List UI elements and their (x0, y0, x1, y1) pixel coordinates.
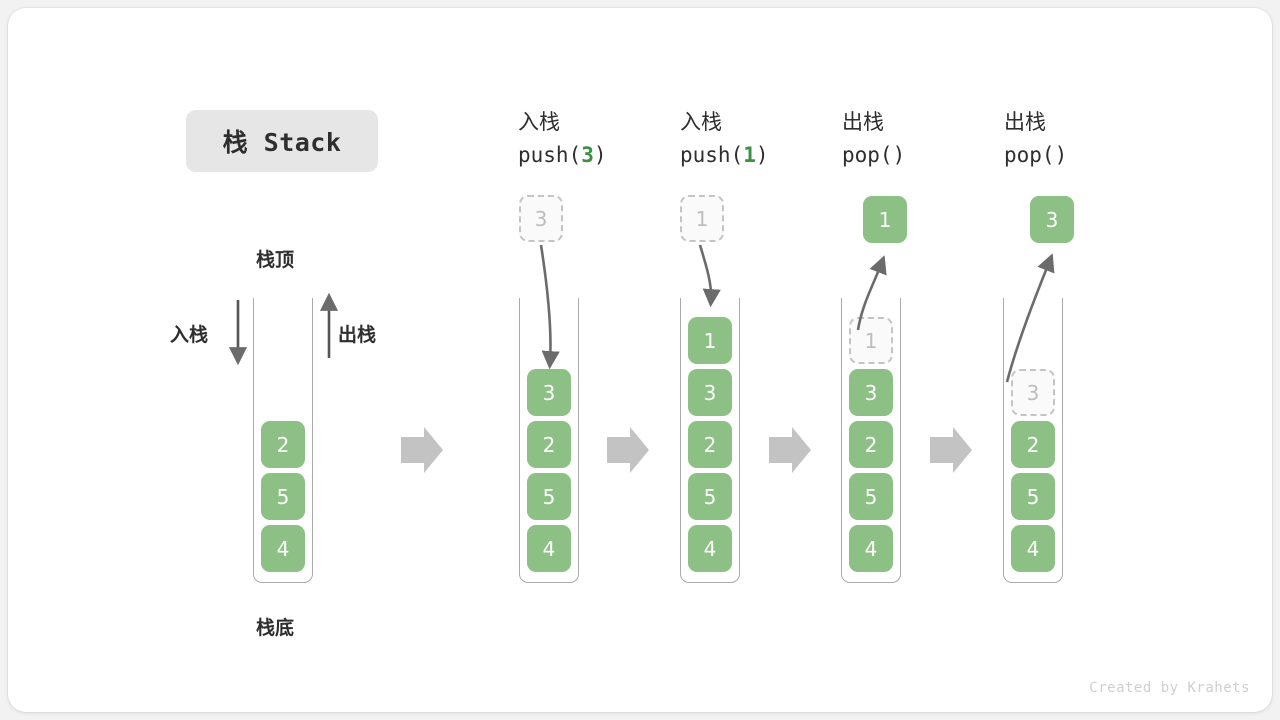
stack-cell: 2 (849, 421, 893, 468)
stack-cell: 5 (527, 473, 571, 520)
step-1-code: push(3) (518, 143, 607, 167)
stack-cell: 5 (261, 473, 305, 520)
stack-cell: 4 (1011, 525, 1055, 572)
step-1-stack-cells: 4 5 2 3 (520, 369, 578, 577)
step-2-stack-cells: 4 5 2 3 1 (681, 317, 739, 577)
step-3-code-prefix: pop( (842, 143, 893, 167)
stack-cell: 3 (688, 369, 732, 416)
step-4-floating-element: 3 (1030, 196, 1074, 243)
stack-cell-removed: 1 (849, 317, 893, 364)
step-4-code-suffix: ) (1054, 143, 1068, 167)
stack-cell: 5 (849, 473, 893, 520)
step-2-code-arg: 1 (743, 143, 756, 167)
step-3-code: pop() (842, 143, 905, 167)
stack-bottom-label: 栈底 (256, 617, 295, 639)
step-2-floating-element: 1 (680, 195, 724, 242)
stack-cell: 4 (849, 525, 893, 572)
stack-cell: 1 (688, 317, 732, 364)
stack-cell: 2 (527, 421, 571, 468)
base-stack-cells: 4 5 2 (254, 421, 312, 577)
step-2-op-label: 入栈 (680, 110, 722, 134)
step-4-code: pop() (1004, 143, 1067, 167)
stack-cell: 3 (849, 369, 893, 416)
step-1-code-suffix: ) (593, 143, 607, 167)
step-3-code-suffix: ) (892, 143, 906, 167)
step-4-stack-cells: 4 5 2 3 (1004, 369, 1062, 577)
step-1-floating-element: 3 (519, 195, 563, 242)
step-3-stack-tube: 4 5 2 3 1 (841, 298, 901, 583)
step-2-code-prefix: push( (680, 143, 744, 167)
step-2-stack-tube: 4 5 2 3 1 (680, 298, 740, 583)
pop-direction-label: 出栈 (338, 324, 377, 346)
step-1-op-label: 入栈 (518, 110, 560, 134)
step-3-op-label: 出栈 (842, 110, 884, 134)
step-3-stack-cells: 4 5 2 3 1 (842, 317, 900, 577)
step-4-stack-tube: 4 5 2 3 (1003, 298, 1063, 583)
step-2-code: push(1) (680, 143, 769, 167)
base-stack-tube: 4 5 2 (253, 298, 313, 583)
stack-cell: 2 (261, 421, 305, 468)
stack-cell: 5 (688, 473, 732, 520)
stack-cell: 5 (1011, 473, 1055, 520)
step-1-code-arg: 3 (581, 143, 594, 167)
stack-cell: 4 (261, 525, 305, 572)
footer-credit: Created by Krahets (1089, 680, 1250, 696)
step-2-code-suffix: ) (755, 143, 769, 167)
step-3-floating-element: 1 (863, 196, 907, 243)
stack-cell: 2 (688, 421, 732, 468)
stack-cell: 2 (1011, 421, 1055, 468)
step-4-op-label: 出栈 (1004, 110, 1046, 134)
step-1-stack-tube: 4 5 2 3 (519, 298, 579, 583)
stack-top-label: 栈顶 (256, 249, 295, 271)
page-title: 栈 Stack (186, 110, 378, 172)
step-4-code-prefix: pop( (1004, 143, 1055, 167)
stack-cell: 4 (527, 525, 571, 572)
stack-cell: 3 (527, 369, 571, 416)
stack-cell-removed: 3 (1011, 369, 1055, 416)
push-direction-label: 入栈 (170, 324, 209, 346)
step-1-code-prefix: push( (518, 143, 582, 167)
stack-cell: 4 (688, 525, 732, 572)
